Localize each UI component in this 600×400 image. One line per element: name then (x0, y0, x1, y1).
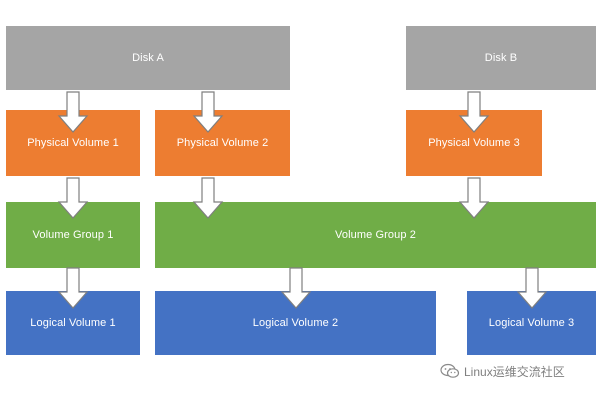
volume-group-2-box: Volume Group 2 (155, 202, 596, 268)
volume-group-2-label: Volume Group 2 (335, 229, 416, 241)
arrow-disk-a-to-pv-1 (57, 91, 89, 133)
arrow-disk-a-to-pv-2 (192, 91, 224, 133)
arrow-pv-1-to-vg-1 (57, 177, 89, 219)
wechat-icon (440, 363, 460, 378)
watermark: Linux运维交流社区 (440, 360, 565, 382)
disk-b-label: Disk B (484, 52, 518, 64)
physical-volume-2-box: Physical Volume 2 (155, 110, 290, 176)
physical-volume-2-label: Physical Volume 2 (176, 137, 269, 149)
arrow-vg-2-to-lv-3 (516, 267, 548, 309)
arrow-pv-3-to-vg-2 (458, 177, 490, 219)
arrow-pv-2-to-vg-2 (192, 177, 224, 219)
volume-group-1-box: Volume Group 1 (6, 202, 140, 268)
physical-volume-3-label: Physical Volume 3 (428, 137, 520, 149)
physical-volume-1-label: Physical Volume 1 (27, 137, 119, 149)
disk-a-box: Disk A (6, 26, 290, 90)
disk-b-box: Disk B (406, 26, 596, 90)
arrow-disk-b-to-pv-3 (458, 91, 490, 133)
disk-a-label: Disk A (132, 52, 164, 64)
logical-volume-1-label: Logical Volume 1 (30, 317, 116, 329)
logical-volume-2-label: Logical Volume 2 (252, 317, 339, 329)
physical-volume-3-box: Physical Volume 3 (406, 110, 542, 176)
logical-volume-3-label: Logical Volume 3 (488, 317, 575, 329)
arrow-vg-2-to-lv-2 (280, 267, 312, 309)
arrow-vg-1-to-lv-1 (57, 267, 89, 309)
volume-group-1-label: Volume Group 1 (32, 229, 114, 241)
watermark-text: Linux运维交流社区 (464, 364, 565, 379)
